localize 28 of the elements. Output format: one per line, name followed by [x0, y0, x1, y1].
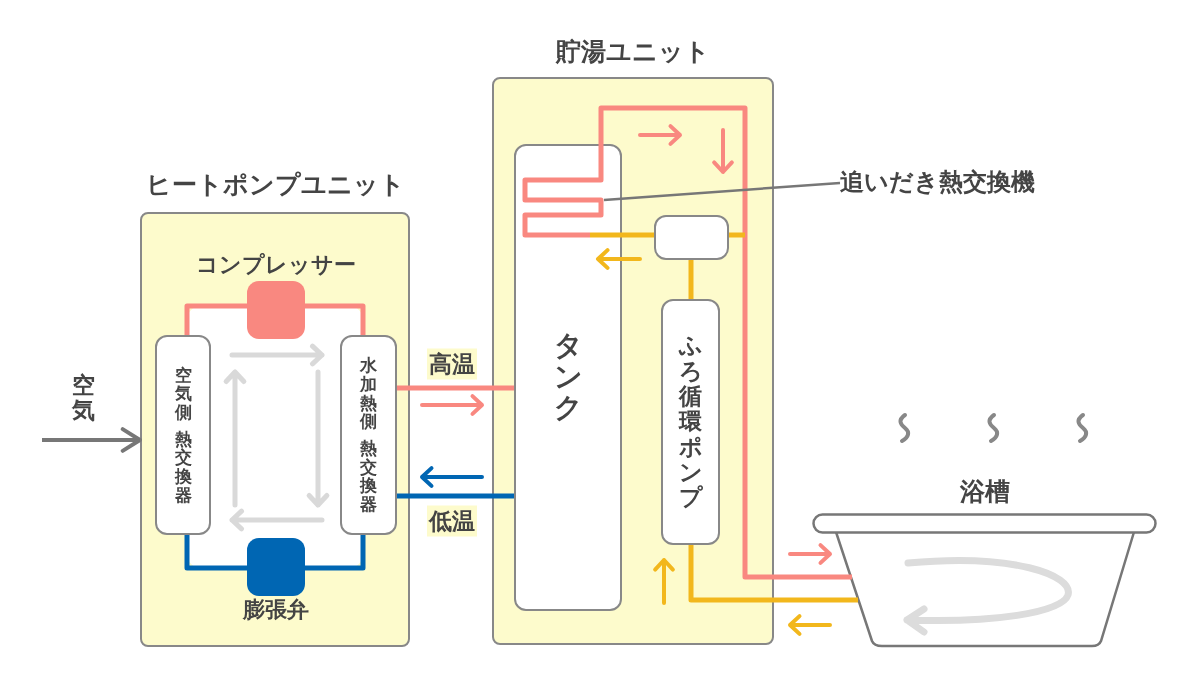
arrow	[42, 427, 142, 453]
callout-label: 追いだき熱交換機	[840, 167, 1035, 198]
pipe-line	[729, 232, 745, 238]
pipe-line	[305, 303, 366, 335]
pipe-line	[184, 535, 247, 571]
component-label: ふろ循環ポンプ	[679, 333, 702, 511]
component-label: 空気側	[174, 365, 192, 422]
pipe-line	[305, 535, 366, 571]
component-label: 熱交換器	[174, 429, 192, 505]
component-label: 熱交換器	[360, 439, 377, 514]
component-label: ヒートポンプユニット	[145, 170, 405, 198]
component-label: 膨張弁	[243, 598, 309, 623]
component-label: コンプレッサー	[196, 252, 356, 277]
leader-line	[603, 181, 841, 202]
component-label: 貯湯ユニット	[556, 37, 710, 65]
pipe-line	[688, 545, 858, 603]
pipe-line	[598, 105, 852, 580]
component-label: タンク	[554, 331, 582, 424]
edge-label: 低温	[427, 505, 477, 537]
edge-label: 空気	[69, 372, 97, 424]
pipe-line	[397, 385, 514, 391]
pipe-line	[184, 303, 247, 335]
component-label: 浴槽	[959, 477, 1010, 505]
pipe-line	[604, 232, 654, 238]
pipe-line	[688, 260, 694, 299]
pipe-line	[397, 493, 514, 499]
edge-label: 高温	[427, 348, 477, 380]
component-label: 水加熱側	[360, 356, 377, 431]
